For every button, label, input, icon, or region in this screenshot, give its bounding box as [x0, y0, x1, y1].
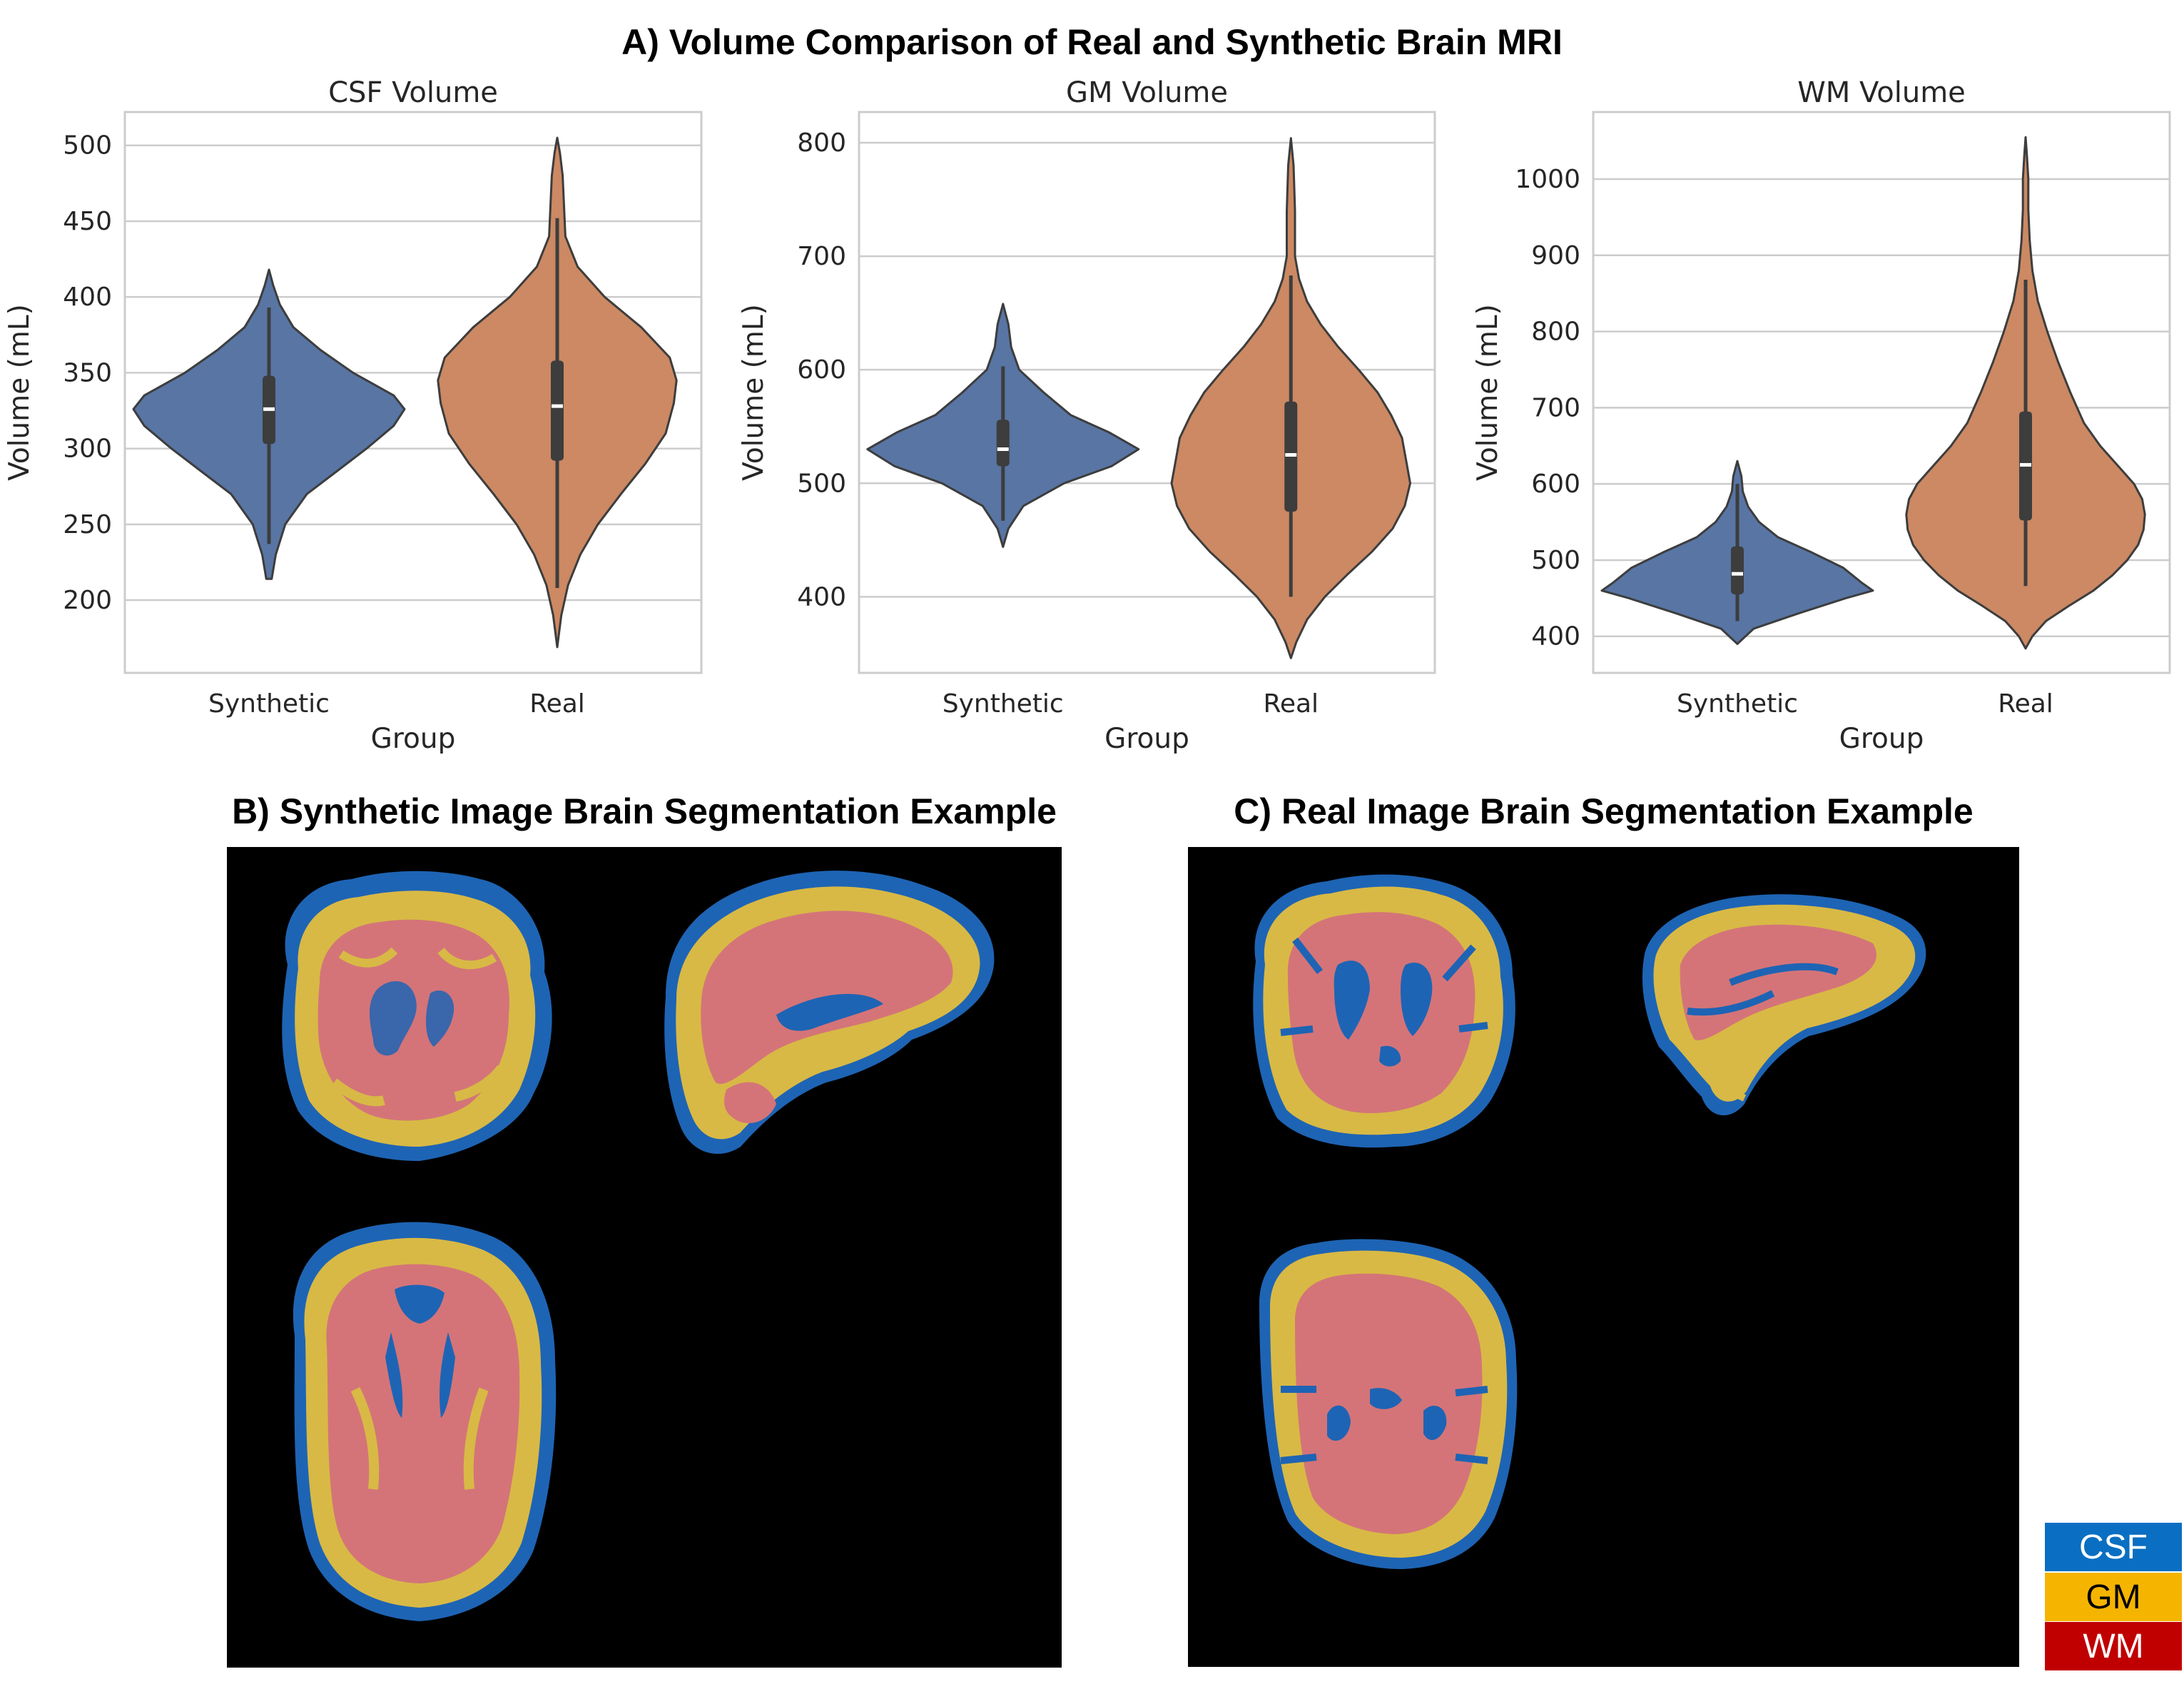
y-tick-label: 800	[1531, 318, 1580, 347]
real-segmentation-panel	[1188, 847, 2019, 1667]
y-tick-label: 600	[797, 355, 846, 385]
y-tick-label: 900	[1531, 241, 1580, 270]
y-tick-label: 600	[1531, 470, 1580, 499]
plot-frame	[858, 111, 1436, 674]
y-tick-label: 700	[797, 242, 846, 271]
figure-title-b: B) Synthetic Image Brain Segmentation Ex…	[232, 791, 1057, 831]
figure-title-a: A) Volume Comparison of Real and Synthet…	[621, 22, 1563, 62]
x-tick-label: Synthetic	[1677, 689, 1798, 719]
y-axis-label: Volume (mL)	[4, 304, 36, 481]
subplot-title-wm-volume: WM Volume	[1797, 76, 1966, 109]
y-tick-label: 250	[63, 510, 112, 539]
iqr-box	[1731, 546, 1744, 595]
synthetic-segmentation-panel	[227, 847, 1062, 1668]
iqr-box	[551, 360, 564, 461]
y-tick-label: 1000	[1515, 165, 1580, 194]
y-axis-label: Volume (mL)	[1472, 304, 1504, 481]
x-axis-label: Group	[1104, 723, 1189, 755]
y-tick-label: 800	[797, 128, 846, 158]
x-tick-label: Real	[1998, 689, 2053, 719]
y-tick-label: 500	[63, 131, 112, 161]
plot-frame	[1592, 111, 2171, 674]
x-axis-label: Group	[1839, 723, 1924, 755]
y-tick-label: 500	[797, 469, 846, 498]
y-tick-label: 500	[1531, 546, 1580, 575]
y-axis-label: Volume (mL)	[738, 304, 770, 481]
y-tick-label: 450	[63, 207, 112, 236]
legend-gm: GM	[2045, 1573, 2182, 1621]
y-tick-label: 400	[797, 582, 846, 612]
y-tick-label: 350	[63, 358, 112, 387]
real-brain-slices	[1253, 874, 1926, 1569]
x-tick-label: Real	[529, 689, 585, 719]
subplot-title-gm-volume: GM Volume	[1066, 76, 1228, 109]
legend-csf: CSF	[2045, 1523, 2182, 1571]
y-tick-label: 700	[1531, 393, 1580, 422]
synthetic-brain-slices	[282, 871, 995, 1621]
y-tick-label: 400	[63, 283, 112, 312]
y-tick-label: 400	[1531, 622, 1580, 651]
y-tick-label: 300	[63, 435, 112, 464]
x-axis-label: Group	[371, 723, 456, 755]
legend-wm: WM	[2045, 1622, 2182, 1670]
x-tick-label: Synthetic	[208, 689, 330, 719]
subplot-title-csf-volume: CSF Volume	[328, 76, 498, 109]
y-tick-label: 200	[63, 586, 112, 615]
plot-frame	[123, 111, 703, 674]
iqr-box	[996, 420, 1010, 467]
figure-title-c: C) Real Image Brain Segmentation Example	[1234, 791, 1974, 831]
x-tick-label: Real	[1263, 689, 1319, 719]
x-tick-label: Synthetic	[943, 689, 1064, 719]
